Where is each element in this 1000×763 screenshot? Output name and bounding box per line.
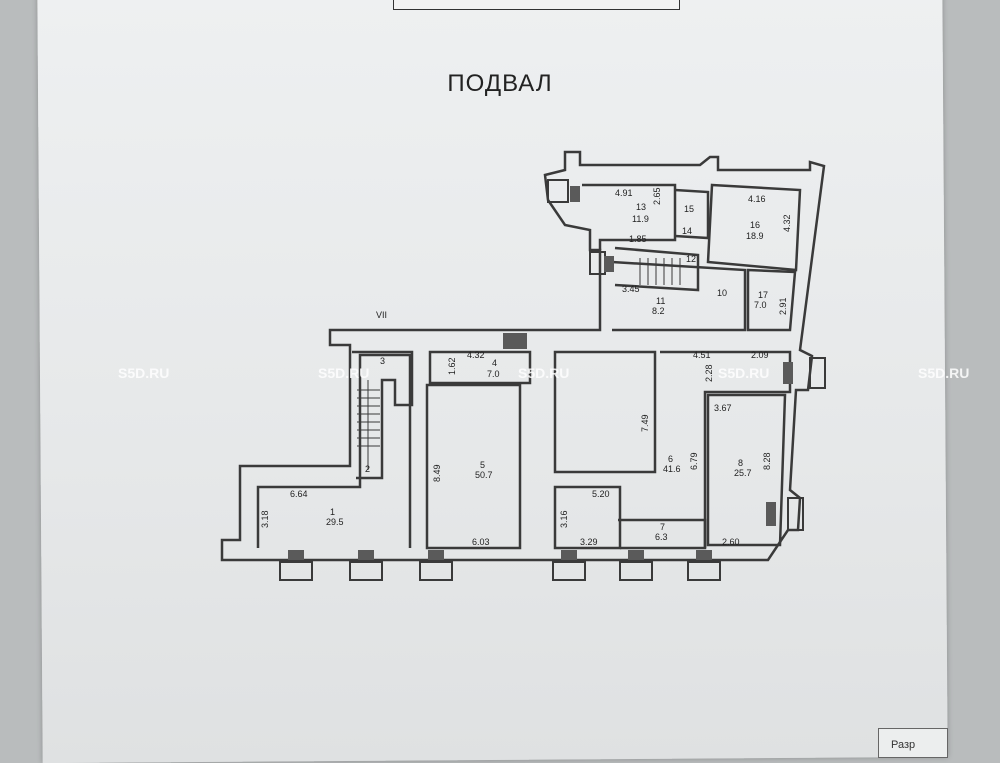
room-11-area: 8.2 [652,306,665,316]
watermark-1: S5D.RU [118,365,169,381]
dim-9: 1.62 [447,357,457,375]
section-label: VII [376,310,387,320]
inner-wall [256,353,412,548]
room-17-wall [746,268,797,332]
dim-2: 2.65 [652,187,662,205]
watermark-4: S5D.RU [718,365,769,381]
room-1-number: 1 [330,507,335,517]
dim-8: 4.32 [467,350,485,360]
dim-14: 7.49 [640,414,650,432]
dim-11: 2.09 [751,350,769,360]
room-8-area: 25.7 [734,468,752,478]
room-16-number: 16 [750,220,760,230]
room-6-main-wall [620,350,792,550]
room-8-number: 8 [738,458,743,468]
dim-12: 2.28 [704,364,714,382]
header-form-box [393,0,680,10]
room-13-area: 11.9 [632,214,649,224]
watermark-5: S5D.RU [918,365,969,381]
room-16-wall [706,183,802,272]
dim-22: 3.16 [559,510,569,528]
stairs-room-2 [357,380,380,470]
room-4-area: 7.0 [487,369,500,379]
room-5-area: 50.7 [475,470,493,480]
room-15-number: 15 [684,204,694,214]
room-11-number: 11 [656,296,665,306]
dim-3: 1.85 [629,234,647,244]
dim-16: 8.28 [762,452,772,470]
room-10-number: 10 [717,288,727,298]
room-16-area: 18.9 [746,231,764,241]
room-13-number: 13 [636,202,646,212]
room-7-area: 6.3 [655,532,668,542]
vent-blocks [288,186,793,560]
room-6-number: 6 [668,454,673,464]
dim-5: 4.32 [782,214,792,232]
room-7-number: 7 [660,522,665,532]
dim-24: 2.60 [722,537,740,547]
room-12-number: 12 [686,254,696,264]
dim-18: 6.64 [290,489,308,499]
dim-17: 8.49 [432,464,442,482]
room-3-number: 3 [380,356,385,366]
dim-15: 6.79 [689,452,699,470]
room-4-number: 4 [492,358,497,368]
dim-23: 3.29 [580,537,598,547]
dim-13: 3.67 [714,403,732,413]
dim-10: 4.51 [693,350,711,360]
room-17-number: 17 [758,290,768,300]
room-upper-right-wall [553,350,657,474]
dim-1: 4.91 [615,188,633,198]
room-7-wall [618,518,707,548]
room-8-wall [706,393,787,547]
stairs-room-12 [639,258,681,285]
window-wells [279,179,826,581]
dim-7: 2.91 [778,297,788,315]
room-10-11-wall [611,260,747,332]
dim-19: 3.18 [260,510,270,528]
room-5-number: 5 [480,460,485,470]
room-12-wall [614,246,700,292]
room-17-area: 7.0 [754,300,767,310]
room-5-wall [425,383,522,550]
room-3-stair-wall [352,350,414,480]
page-title: ПОДВАЛ [447,70,553,97]
room-14-number: 14 [682,226,692,236]
room-4-wall [428,350,532,385]
watermark-3: S5D.RU [518,365,569,381]
dim-4: 4.16 [748,194,766,204]
room-1-area: 29.5 [326,517,344,527]
dim-6: 3.45 [622,284,640,294]
room-2-number: 2 [365,464,370,474]
watermark-2: S5D.RU [318,365,369,381]
upper-wing-inner-wall [582,183,677,250]
room-15-14-wall [674,188,710,240]
outer-wall [220,150,826,562]
dim-21: 5.20 [592,489,610,499]
room-6-area: 41.6 [663,464,681,474]
dim-20: 6.03 [472,537,490,547]
